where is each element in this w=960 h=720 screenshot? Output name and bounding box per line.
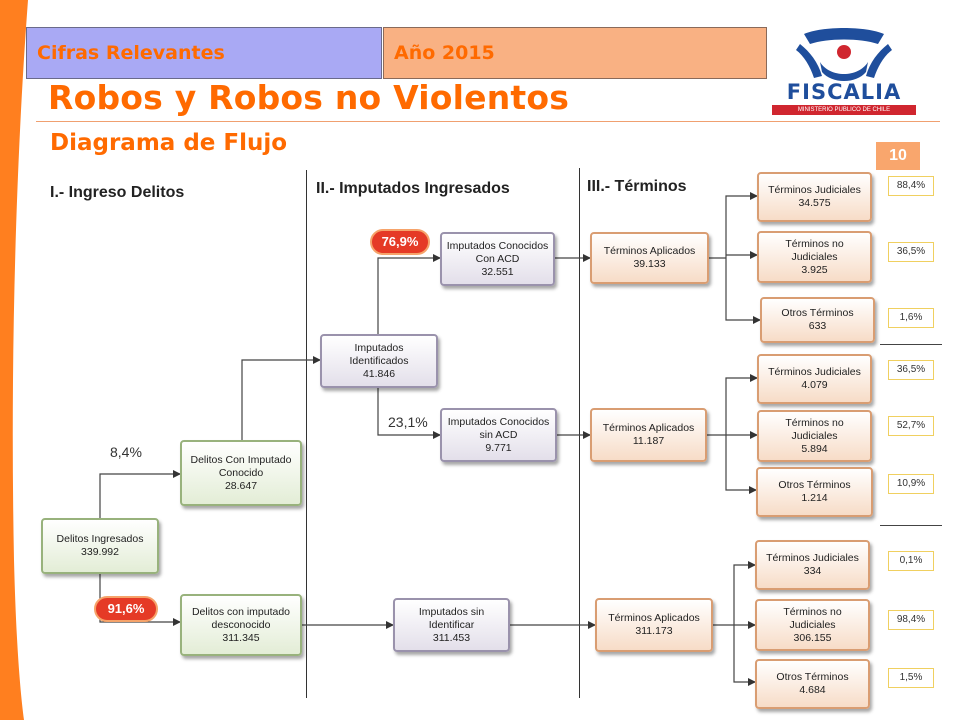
section-divider-1: [306, 170, 307, 698]
node-otros-2: Otros Términos 1.214: [756, 467, 873, 517]
node-label: Términos Judiciales: [768, 184, 861, 196]
node-label: Términos no Judiciales: [785, 237, 844, 263]
node-value: 311.173: [635, 625, 673, 637]
node-value: 306.155: [793, 631, 832, 644]
tab-year: Año 2015: [383, 27, 767, 79]
outcome-pct: 52,7%: [888, 416, 934, 436]
node-value: 633: [808, 320, 827, 332]
node-judiciales-3: Términos Judiciales 334: [755, 540, 870, 590]
node-no-judiciales-3: Términos no Judiciales 306.155: [755, 599, 870, 651]
node-delitos-ingresados: Delitos Ingresados 339.992: [41, 518, 159, 574]
node-label: Delitos con imputado desconocido: [191, 605, 291, 631]
node-judiciales-1: Términos Judiciales 34.575: [757, 172, 872, 222]
node-otros-1: Otros Términos 633: [760, 297, 875, 343]
node-value: 11.187: [632, 435, 665, 447]
fiscalia-emblem-icon: [796, 28, 892, 81]
tab-right-label: Año 2015: [394, 42, 495, 64]
section-divider-2: [579, 168, 580, 698]
node-label: Imputados Conocidos Con ACD: [446, 239, 549, 265]
outcome-pct: 36,5%: [888, 360, 934, 380]
group-separator: [880, 344, 942, 345]
page-title: Robos y Robos no Violentos: [48, 78, 570, 117]
node-value: 28.647: [224, 479, 258, 492]
node-otros-3: Otros Términos 4.684: [755, 659, 870, 709]
outcome-pct: 88,4%: [888, 176, 934, 196]
node-value: 32.551: [481, 265, 514, 278]
outcome-pct: 1,5%: [888, 668, 934, 688]
pct-conocido: 8,4%: [110, 444, 142, 460]
logo-text: FISCALIA: [786, 80, 902, 104]
pct-sin-acd: 23,1%: [388, 414, 428, 430]
node-conocidos-sin-acd: Imputados Conocidos sin ACD 9.771: [440, 408, 557, 462]
section-terminos-heading: III.- Términos: [587, 178, 687, 195]
node-label: Imputados Conocidos sin ACD: [447, 415, 550, 441]
node-label: Términos no Judiciales: [785, 416, 844, 442]
node-label: Delitos Con Imputado Conocido: [190, 453, 292, 479]
node-value: 5.894: [801, 442, 828, 455]
node-value: 334: [803, 565, 822, 577]
node-label: Términos Aplicados: [608, 612, 700, 624]
node-label: Términos Aplicados: [603, 245, 696, 257]
node-value: 339.992: [81, 546, 119, 558]
outcome-pct: 1,6%: [888, 308, 934, 328]
node-label: Términos Judiciales: [766, 552, 859, 564]
title-divider: [36, 121, 940, 122]
node-value: 311.345: [222, 631, 260, 644]
node-terminos-aplicados-3: Términos Aplicados 311.173: [595, 598, 713, 652]
node-label: Imputados sin Identificar: [418, 605, 485, 631]
section-ingreso-heading: I.- Ingreso Delitos: [50, 184, 185, 201]
node-value: 41.846: [362, 367, 396, 380]
group-separator: [880, 525, 942, 526]
node-value: 311.453: [432, 631, 471, 644]
outcome-pct: 10,9%: [888, 474, 934, 494]
outcome-pct: 98,4%: [888, 610, 934, 630]
node-delitos-desconocido: Delitos con imputado desconocido 311.345: [180, 594, 302, 656]
node-label: Términos no Judiciales: [783, 605, 842, 631]
node-conocidos-con-acd: Imputados Conocidos Con ACD 32.551: [440, 232, 555, 286]
node-no-judiciales-1: Términos no Judiciales 3.925: [757, 231, 872, 283]
node-label: Otros Términos: [776, 671, 849, 683]
node-label: Otros Términos: [781, 307, 854, 319]
node-value: 1.214: [801, 492, 828, 504]
node-value: 3.925: [801, 263, 828, 276]
node-label: Términos Aplicados: [602, 422, 695, 434]
outcome-pct: 0,1%: [888, 551, 934, 571]
node-label: Imputados Identificados: [349, 341, 409, 367]
page-number: 10: [876, 142, 920, 170]
node-imputados-identificados: Imputados Identificados 41.846: [320, 334, 438, 388]
page-subtitle: Diagrama de Flujo: [50, 130, 288, 156]
node-value: 39.133: [633, 258, 666, 270]
node-terminos-aplicados-1: Términos Aplicados 39.133: [590, 232, 709, 284]
logo-subtext: MINISTERIO PUBLICO DE CHILE: [772, 105, 916, 115]
pct-desconocido-badge: 91,6%: [94, 596, 158, 622]
node-value: 4.079: [801, 379, 828, 391]
node-delitos-conocido: Delitos Con Imputado Conocido 28.647: [180, 440, 302, 506]
node-value: 4.684: [799, 684, 826, 696]
tab-left-label: Cifras Relevantes: [37, 42, 225, 64]
node-sin-identificar: Imputados sin Identificar 311.453: [393, 598, 510, 652]
section-imputados-heading: II.- Imputados Ingresados: [316, 180, 510, 197]
left-band-decoration: [0, 0, 28, 720]
node-value: 34.575: [798, 197, 831, 209]
pct-con-acd-badge: 76,9%: [370, 229, 430, 255]
node-label: Delitos Ingresados: [56, 533, 144, 545]
node-value: 9.771: [485, 441, 512, 454]
node-label: Términos Judiciales: [768, 366, 861, 378]
tab-cifras-relevantes: Cifras Relevantes: [26, 27, 382, 79]
node-label: Otros Términos: [778, 479, 851, 491]
node-judiciales-2: Términos Judiciales 4.079: [757, 354, 872, 404]
node-no-judiciales-2: Términos no Judiciales 5.894: [757, 410, 872, 462]
node-terminos-aplicados-2: Términos Aplicados 11.187: [590, 408, 707, 462]
fiscalia-logo: FISCALIA MINISTERIO PUBLICO DE CHILE: [770, 24, 918, 116]
outcome-pct: 36,5%: [888, 242, 934, 262]
